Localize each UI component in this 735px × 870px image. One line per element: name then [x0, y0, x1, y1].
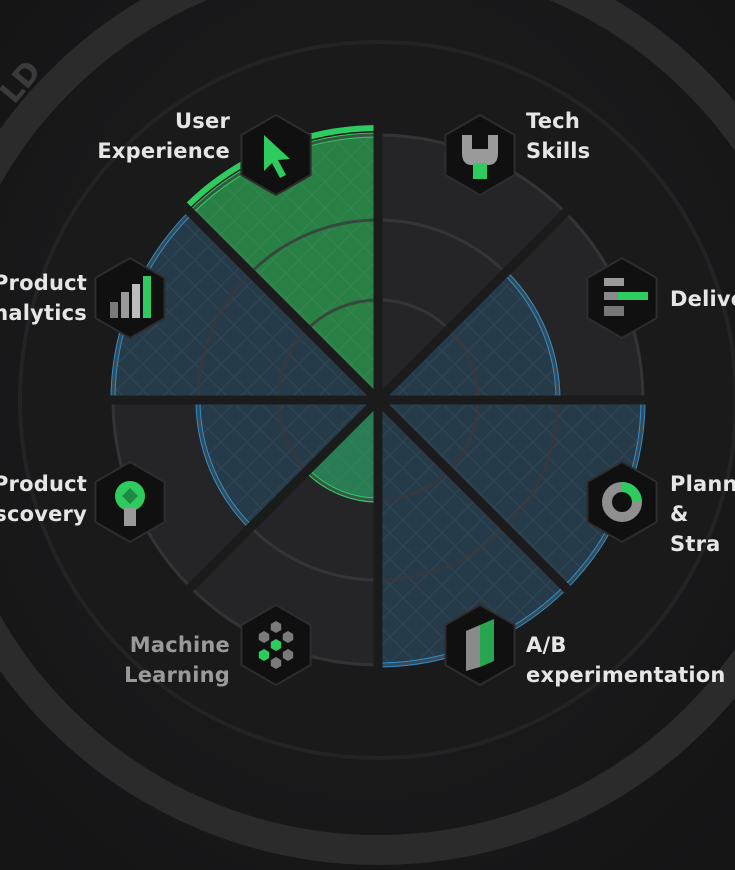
- hex-cluster-icon: [240, 603, 312, 687]
- ab-test-icon: [444, 603, 516, 687]
- wedge-pattern: [113, 212, 378, 400]
- wedge-pattern: [190, 135, 378, 400]
- segment-dividers: [103, 125, 653, 675]
- cursor-icon: [240, 113, 312, 197]
- label-planning-strategy: Planni & Stra: [670, 472, 735, 556]
- delivery-icon: [586, 256, 658, 340]
- divider: [180, 202, 576, 598]
- wedge-pattern: [378, 400, 566, 665]
- wedge-pattern: [197, 400, 378, 528]
- segment-icons: [94, 113, 658, 687]
- discovery-icon: [94, 460, 166, 544]
- wrench-icon: [444, 113, 516, 197]
- wedge-pattern: [307, 400, 378, 500]
- label-tech-skills: Tech Skills: [526, 109, 591, 163]
- label-ab-experimentation: A/B experimentation: [526, 633, 726, 687]
- wedge-pattern: [378, 400, 644, 588]
- wedge-pattern: [378, 272, 558, 400]
- wedge-green-inner: [307, 400, 378, 500]
- label-product-analytics: Product nalytics: [0, 271, 87, 325]
- bar-chart-icon: [94, 256, 166, 340]
- label-delivery: Delive: [670, 287, 735, 311]
- label-machine-learning: Machine Learning: [124, 633, 230, 687]
- label-user-experience: User Experience: [97, 109, 230, 163]
- label-product-discovery: Product iscovery: [0, 472, 87, 526]
- donut-chart-icon: [586, 460, 658, 544]
